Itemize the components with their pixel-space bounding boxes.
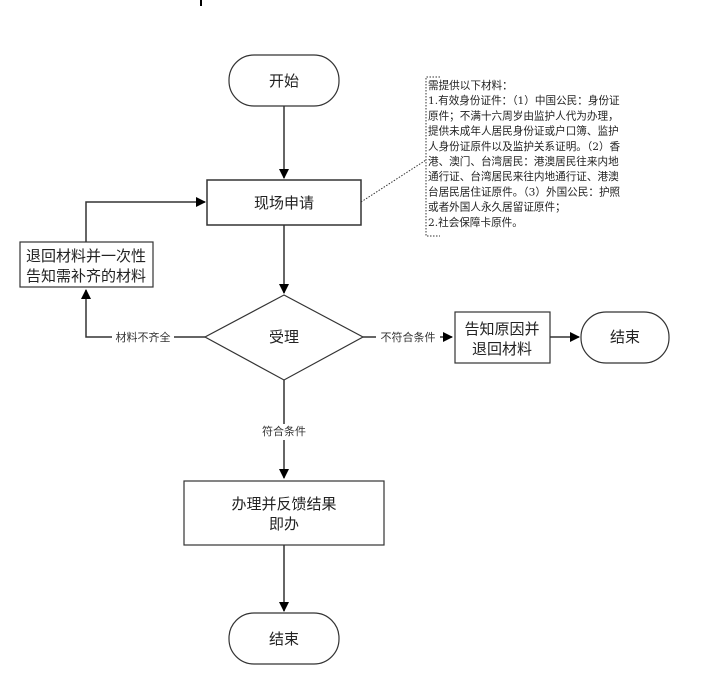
return-materials-node[interactable]: 退回材料并一次性 告知需补齐的材料 [19,241,154,288]
end-right-label: 结束 [610,328,640,346]
note-line: 2.社会保障卡原件。 [428,216,523,229]
edge-accept-to-return-materials [81,289,205,338]
note-line: 提供未成年人居民身份证或户口簿、监护 [428,125,619,138]
end-bottom-node[interactable]: 结束 [228,612,340,665]
notify-return-label-line2: 退回材料 [472,340,532,358]
edge-label-not-eligible: 不符合条件 [381,330,436,344]
return-materials-label-line2: 告知需补齐的材料 [26,267,146,285]
handle-label-line2: 即办 [269,515,299,533]
accept-decision-node[interactable]: 受理 [203,294,365,381]
note-connector [360,159,427,203]
note-line: 港、澳门、台湾居民：港澳居民往来内地 [428,155,619,168]
materials-note: 需提供以下材料： 1.有效身份证件：（1）中国公民：身份证原件；不满十六周岁由监护… [425,76,621,237]
apply-label: 现场申请 [254,194,314,212]
note-line: 人身份证原件以及监护关系证明。（2）香 [428,140,621,153]
note-line: 或者外国人永久居留证原件； [428,201,566,214]
edge-label-eligible: 符合条件 [262,424,306,438]
end-right-node[interactable]: 结束 [580,311,670,364]
note-bracket [425,76,440,237]
handle-node[interactable]: 办理并反馈结果 即办 [183,480,385,546]
note-line: 台居民居住证原件。（3）外国公民：护照 [428,185,621,198]
note-line: 需提供以下材料： [428,79,513,92]
note-line: 通行证、台湾居民来往内地通行证、港澳 [428,170,619,183]
handle-label-line1: 办理并反馈结果 [231,495,336,513]
apply-node[interactable]: 现场申请 [206,179,362,226]
edge-return-materials-to-apply [85,197,206,242]
return-materials-label-line1: 退回材料并一次性 [26,247,146,265]
start-label: 开始 [269,72,299,90]
notify-return-label-line1: 告知原因并 [464,320,539,338]
edge-label-incomplete: 材料不齐全 [116,330,171,344]
notify-return-node[interactable]: 告知原因并 退回材料 [454,311,551,364]
start-node[interactable]: 开始 [228,54,340,107]
accept-label: 受理 [269,328,299,346]
end-bottom-label: 结束 [269,630,299,648]
note-line: 1.有效身份证件：（1）中国公民：身份证 [428,94,620,107]
note-line: 原件；不满十六周岁由监护人代为办理， [428,109,619,122]
